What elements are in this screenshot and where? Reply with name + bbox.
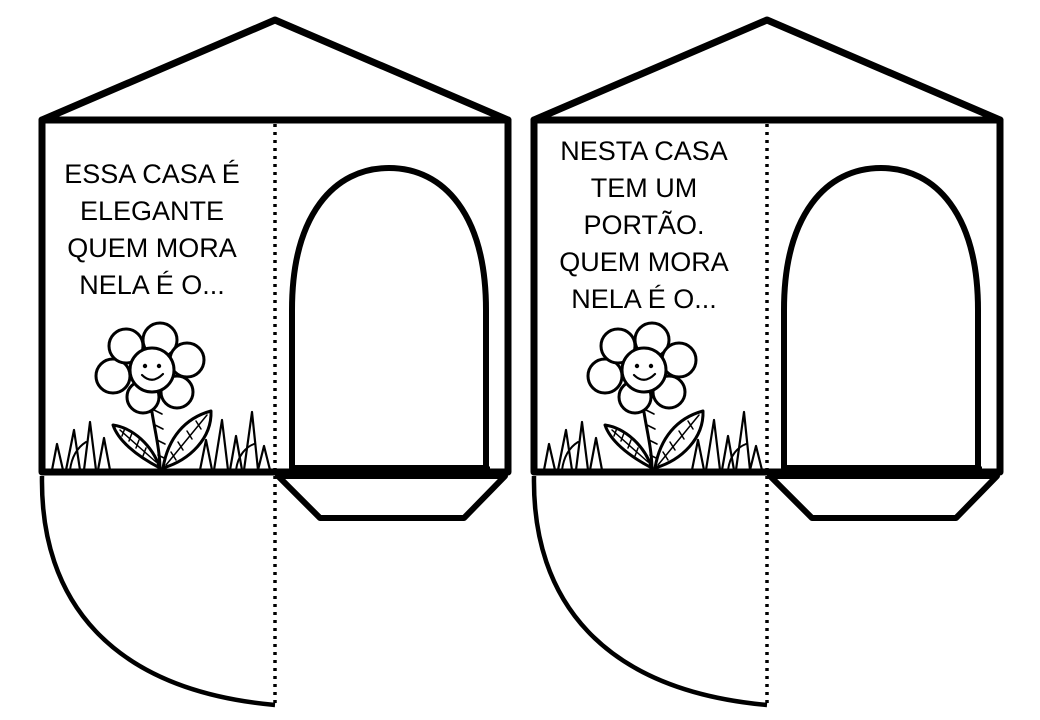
caption-line: PORTÃO. — [583, 210, 705, 240]
caption-line: QUEM MORA — [559, 247, 729, 277]
caption-line: NESTA CASA — [560, 136, 728, 166]
house-left-caption: ESSA CASA É ELEGANTE QUEM MORA NELA É O.… — [42, 156, 262, 304]
caption-line: ELEGANTE — [79, 196, 225, 226]
flower-icon — [542, 321, 764, 472]
caption-line: NELA É O... — [79, 270, 225, 300]
caption-line: QUEM MORA — [67, 233, 237, 263]
house-left — [42, 20, 508, 705]
caption-line: ESSA CASA É — [64, 159, 240, 189]
house-right — [534, 20, 1000, 705]
flower-icon — [50, 321, 272, 472]
caption-line: NELA É O... — [571, 284, 717, 314]
caption-line: TEM UM — [590, 173, 698, 203]
house-right-caption: NESTA CASA TEM UM PORTÃO. QUEM MORA NELA… — [534, 133, 754, 318]
